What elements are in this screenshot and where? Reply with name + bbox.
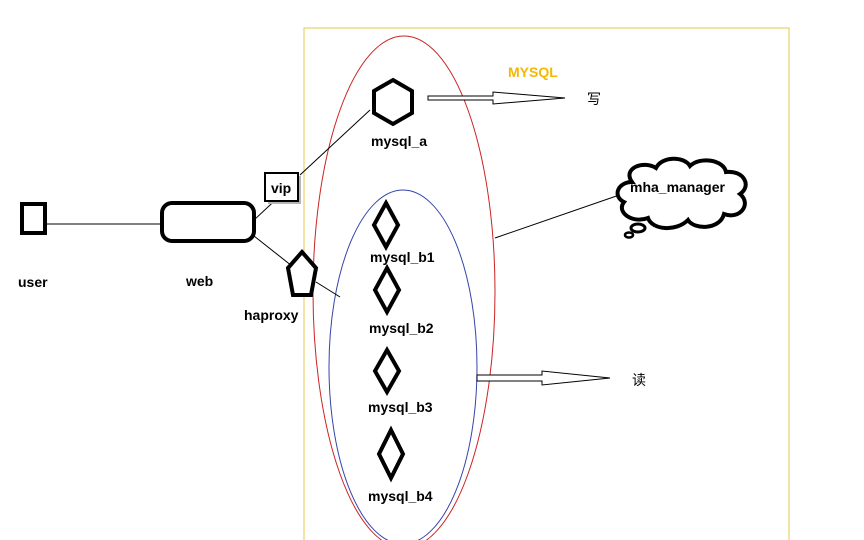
vip-label: vip [271, 180, 291, 196]
mysql-slaves-ellipse [328, 189, 478, 540]
web-node [160, 201, 256, 243]
cluster-mha-link [494, 191, 629, 239]
mysql-b1-label: mysql_b1 [370, 249, 435, 265]
mysql-b4-node [376, 425, 406, 483]
cluster-title: MYSQL [508, 64, 558, 80]
read-label: 读 [632, 372, 646, 389]
mysql-b2-label: mysql_b2 [369, 320, 434, 336]
write-label: 写 [587, 92, 601, 108]
vip-mysql-a-link [299, 109, 371, 176]
mysql-b4-label: mysql_b4 [368, 488, 433, 504]
mha-manager-cloud-icon [615, 156, 748, 239]
mysql-a-label: mysql_a [371, 133, 427, 149]
web-label: web [185, 273, 213, 289]
haproxy-slaves-link [315, 281, 341, 298]
user-label: user [18, 274, 48, 290]
write-arrow [427, 91, 566, 105]
haproxy-label: haproxy [244, 307, 299, 323]
user-node [20, 202, 47, 235]
mysql-b2-node [372, 263, 402, 317]
mysql-b1-node [371, 198, 401, 252]
mysql-b3-node [372, 345, 402, 397]
mysql-b3-label: mysql_b3 [368, 399, 433, 415]
mysql-a-node [372, 77, 414, 127]
read-arrow [476, 370, 611, 386]
vip-node [264, 172, 299, 202]
haproxy-node [285, 248, 319, 297]
mha-manager-label: mha_manager [630, 179, 725, 195]
web-haproxy-link [253, 235, 293, 267]
